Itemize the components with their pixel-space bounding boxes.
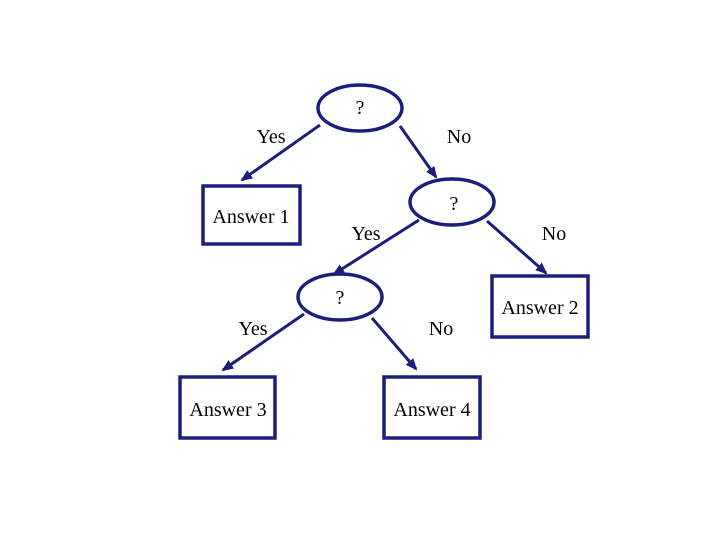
question-node-2 [408,177,496,227]
answer-node-4 [382,375,482,440]
question-node-1 [316,83,404,133]
edge-label-q1-yes: Yes [256,126,285,148]
edge-label-q3-no: No [429,318,453,340]
answer-node-3 [178,375,277,440]
answer-1-label: Answer 1 [212,206,289,228]
answer-node-1 [201,184,302,246]
question-1-label: ? [356,97,365,119]
edge-q2-to-q3 [332,218,420,276]
edge-label-q1-no: No [447,126,471,148]
answer-4-label: Answer 4 [393,399,470,421]
edge-q1-to-q2 [398,125,438,179]
edge-label-q2-yes: Yes [351,223,380,245]
question-3-label: ? [336,287,345,309]
question-node-3 [296,272,384,322]
answer-node-2 [490,274,590,339]
edge-q2-to-answer-2 [486,219,548,275]
edge-label-q2-no: No [542,223,566,245]
question-2-label: ? [450,193,459,215]
answer-3-label: Answer 3 [189,399,266,421]
edge-q3-to-answer-4 [370,317,418,371]
edge-label-q3-yes: Yes [238,318,267,340]
answer-2-label: Answer 2 [501,297,578,319]
edge-q1-to-answer-1 [240,123,321,182]
edge-q3-to-answer-3 [221,312,305,372]
